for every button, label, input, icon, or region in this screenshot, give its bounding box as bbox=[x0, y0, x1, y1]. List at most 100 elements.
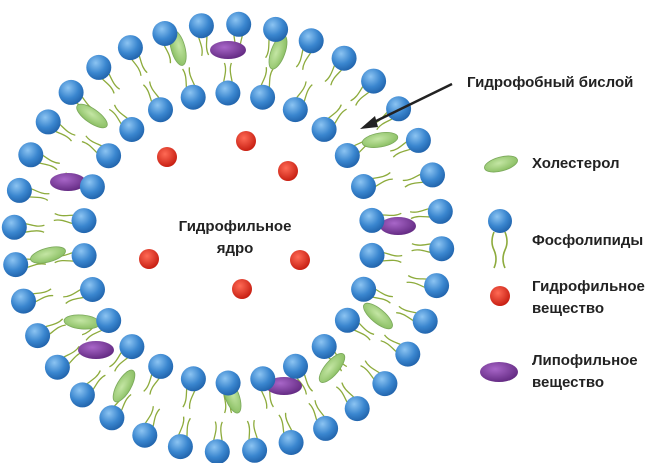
phospholipid-head bbox=[250, 366, 276, 392]
phospholipid-head bbox=[71, 208, 97, 234]
phospholipid-head bbox=[79, 174, 105, 200]
cholesterol bbox=[361, 132, 399, 148]
phospholipid-head bbox=[278, 430, 304, 455]
phospholipid-head bbox=[361, 68, 387, 94]
phospholipid-head bbox=[96, 308, 122, 333]
legend-phospholipid-icon bbox=[488, 209, 512, 269]
legend-hydrophilic-line2: вещество bbox=[532, 300, 605, 317]
phospholipid-head bbox=[117, 35, 143, 61]
phospholipid-head bbox=[263, 16, 289, 42]
bilayer-arrow bbox=[360, 82, 453, 129]
phospholipid-head bbox=[313, 415, 339, 441]
phospholipid-head bbox=[18, 142, 44, 168]
legend-cholesterol-label: Холестерол bbox=[532, 155, 620, 172]
phospholipid-head bbox=[359, 207, 385, 233]
phospholipid-head bbox=[215, 370, 241, 396]
cholesterol bbox=[112, 369, 136, 403]
lipophilic-molecules bbox=[50, 41, 416, 395]
phospholipid-head bbox=[242, 437, 268, 463]
legend-hydrophilic-line1: Гидрофильное bbox=[532, 278, 645, 295]
cholesterol bbox=[363, 302, 393, 330]
hydrophilic-substance bbox=[278, 161, 298, 181]
phospholipid-head bbox=[152, 21, 178, 46]
bilayer-label: Гидрофобный бислой bbox=[467, 74, 634, 91]
hydrophilic-substance bbox=[290, 250, 310, 270]
core-label-line1: Гидрофильное bbox=[178, 218, 292, 235]
cholesterol bbox=[30, 246, 66, 264]
phospholipid-head bbox=[395, 341, 421, 367]
phospholipid-head bbox=[334, 143, 360, 168]
phospholipid-head bbox=[132, 422, 158, 448]
hydrophilic-substance bbox=[232, 279, 252, 299]
phospholipid-head bbox=[226, 11, 252, 37]
phospholipid-head bbox=[25, 323, 51, 349]
phospholipid-head bbox=[412, 308, 438, 334]
phospholipid-head bbox=[1, 214, 27, 240]
phospholipid-head bbox=[420, 162, 445, 188]
hydrophilic-substance bbox=[157, 147, 177, 167]
legend-cholesterol-icon bbox=[484, 155, 518, 173]
phospholipid-head bbox=[180, 366, 206, 392]
phospholipid-head bbox=[167, 434, 193, 460]
phospholipid-head bbox=[69, 382, 95, 408]
phospholipid-head bbox=[148, 97, 173, 123]
phospholipid-head bbox=[6, 177, 32, 203]
phospholipid-head bbox=[311, 334, 337, 359]
phospholipid-head bbox=[298, 28, 324, 54]
phospholipid-head bbox=[331, 45, 357, 71]
hydrophilic-substance bbox=[236, 131, 256, 151]
phospholipid-head bbox=[429, 236, 455, 262]
phospholipid-head bbox=[3, 252, 29, 278]
phospholipid-head bbox=[351, 276, 377, 302]
phospholipid-head bbox=[11, 288, 36, 314]
phospholipid-head bbox=[311, 116, 337, 142]
phospholipid-head bbox=[405, 127, 431, 153]
lipophilic-substance bbox=[78, 341, 114, 359]
phospholipid-head bbox=[250, 84, 276, 110]
lipophilic-substance bbox=[380, 217, 416, 235]
cholesterol bbox=[318, 353, 346, 383]
phospholipid-head bbox=[119, 334, 145, 360]
phospholipid-head bbox=[148, 353, 174, 379]
legend-lipophilic-line1: Липофильное bbox=[532, 352, 638, 369]
phospholipid-head bbox=[71, 243, 97, 269]
phospholipid-head bbox=[351, 174, 376, 199]
hydrophilic-molecules bbox=[139, 131, 310, 299]
legend-hydrophilic-label: Гидрофильное вещество bbox=[532, 276, 645, 320]
core-label: Гидрофильное ядро bbox=[173, 216, 297, 260]
cholesterol bbox=[63, 314, 101, 330]
phospholipid-head bbox=[204, 439, 230, 463]
phospholipid-heads bbox=[1, 11, 455, 463]
phospholipid-head bbox=[80, 277, 105, 302]
legend-lipophilic-line2: вещество bbox=[532, 374, 605, 391]
phospholipid-head bbox=[215, 80, 241, 106]
phospholipid-head bbox=[188, 13, 214, 39]
cholesterol bbox=[76, 103, 108, 129]
core-label-line2: ядро bbox=[216, 240, 254, 257]
phospholipid-head bbox=[99, 405, 125, 431]
phospholipid-head bbox=[334, 307, 360, 333]
legend-phospholipids-label: Фосфолипиды bbox=[532, 232, 644, 249]
legend-hydrophilic-icon bbox=[490, 286, 510, 306]
phospholipid-head bbox=[283, 353, 308, 379]
phospholipid-head bbox=[282, 97, 308, 123]
phospholipid-head bbox=[427, 198, 453, 224]
phospholipid-head bbox=[344, 396, 370, 422]
legend bbox=[480, 155, 518, 382]
hydrophilic-substance bbox=[139, 249, 159, 269]
phospholipid-head bbox=[35, 109, 61, 135]
phospholipid-head bbox=[372, 371, 398, 397]
legend-lipophilic-label: Липофильное вещество bbox=[532, 350, 638, 394]
phospholipid-head bbox=[86, 54, 112, 80]
phospholipid-head bbox=[96, 143, 122, 169]
legend-lipophilic-icon bbox=[480, 362, 518, 382]
phospholipid-head bbox=[119, 117, 145, 142]
phospholipid-head bbox=[58, 79, 84, 105]
phospholipid-head bbox=[359, 242, 385, 268]
lipophilic-substance bbox=[210, 41, 246, 59]
phospholipid-head bbox=[180, 84, 206, 110]
phospholipid-head bbox=[424, 273, 450, 299]
lipophilic-substance bbox=[50, 173, 86, 191]
